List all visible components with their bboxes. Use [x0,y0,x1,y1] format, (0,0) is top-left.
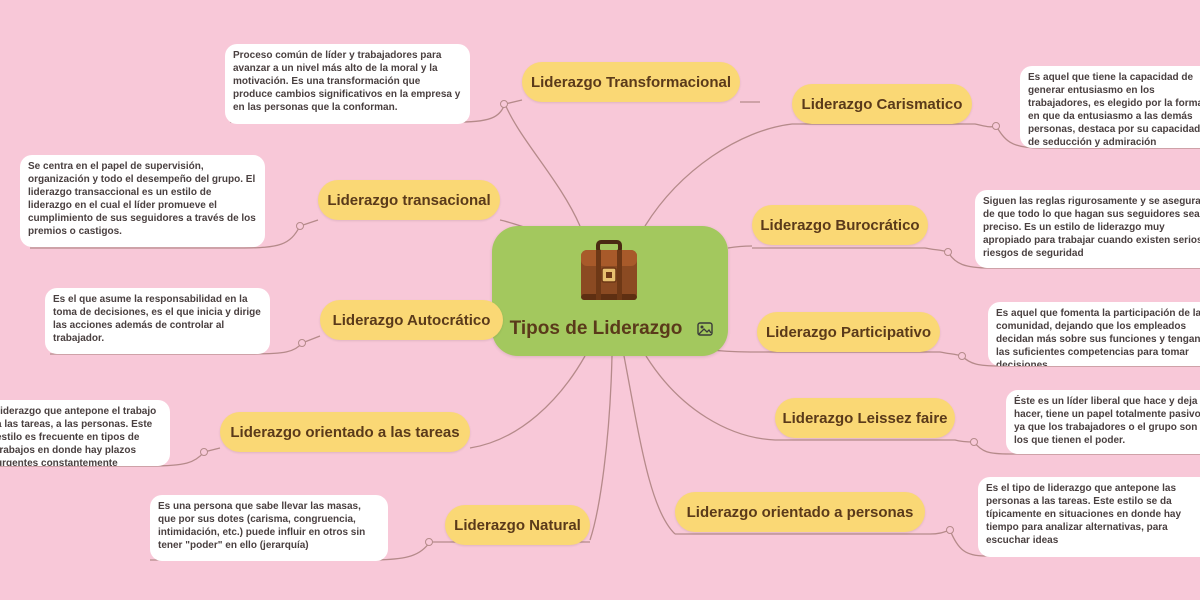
node-orientado-tareas[interactable]: Liderazgo orientado a las tareas [220,412,470,452]
note-carismatico: Es aquel que tiene la capacidad de gener… [1020,66,1200,148]
connector-dot[interactable] [298,339,306,347]
note-transformacional: Proceso común de líder y trabajadores pa… [225,44,470,124]
connector-right-2 [711,349,758,353]
connector-dot[interactable] [970,438,978,446]
connector-right-4 [623,355,676,535]
note-natural: Es una persona que sabe llevar las masas… [150,495,388,561]
connector-dot[interactable] [500,100,508,108]
note-burocratico: Siguen las reglas rigurosamente y se ase… [975,190,1200,268]
connector-right-3 [645,355,776,441]
note-orientado-tareas: Liderazgo que antepone el trabajo a las … [0,400,170,466]
connector-dot[interactable] [958,352,966,360]
note-participativo: Es aquel que fomenta la participación de… [988,302,1200,366]
node-transformacional[interactable]: Liderazgo Transformacional [522,62,740,102]
node-orientado-personas[interactable]: Liderazgo orientado a personas [675,492,925,532]
note-orientado-personas: Es el tipo de liderazgo que antepone las… [978,477,1200,557]
connector-dot[interactable] [992,122,1000,130]
connector-dot[interactable] [200,448,208,456]
image-icon[interactable] [697,322,713,336]
connector-dot[interactable] [946,526,954,534]
node-burocratico[interactable]: Liderazgo Burocrático [752,205,928,245]
note-leissez-faire: Éste es un líder liberal que hace y deja… [1006,390,1200,454]
node-participativo[interactable]: Liderazgo Participativo [757,312,940,352]
connector-left-3 [469,355,586,449]
central-topic[interactable]: Tipos de Liderazgo [492,226,728,356]
connector-dot[interactable] [425,538,433,546]
briefcase-icon [581,240,637,300]
node-transacional[interactable]: Liderazgo transacional [318,180,500,220]
connector-dot[interactable] [944,248,952,256]
connector-right-1 [727,245,753,249]
connector-dot[interactable] [296,222,304,230]
connector-left-0 [504,103,581,227]
node-leissez-faire[interactable]: Liderazgo Leissez faire [775,398,955,438]
note-autocratico: Es el que asume la responsabilidad en la… [45,288,270,354]
node-natural[interactable]: Liderazgo Natural [445,505,590,545]
connector-left-4 [589,355,613,541]
connector-right-0 [644,123,793,227]
note-transacional: Se centra en el papel de supervisión, or… [20,155,265,247]
node-autocratico[interactable]: Liderazgo Autocrático [320,300,503,340]
central-topic-title: Tipos de Liderazgo [509,318,683,339]
node-carismatico[interactable]: Liderazgo Carismatico [792,84,972,124]
